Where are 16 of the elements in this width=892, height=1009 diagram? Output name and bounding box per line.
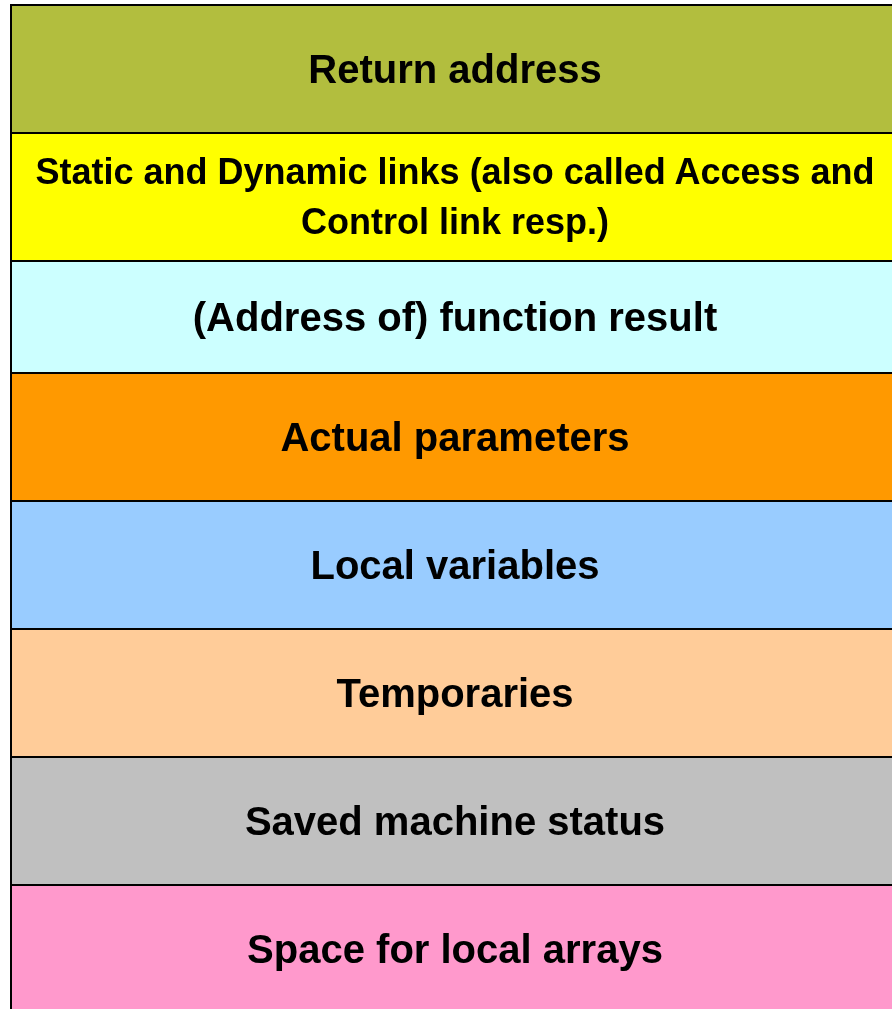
stack-frame-band [10, 628, 892, 758]
stack-frame-band [10, 132, 892, 262]
band-label: (Address of) function result [192, 294, 718, 341]
stack-frame-band [10, 756, 892, 886]
stack-frame-band [10, 4, 892, 134]
band-label: Saved machine status [244, 798, 666, 845]
band-label: Static and Dynamic links (also called Access and Control link resp.) [34, 149, 876, 244]
band-label: Actual parameters [280, 414, 630, 461]
stack-frame-band [10, 500, 892, 630]
band-label: Space for local arrays [247, 926, 663, 973]
stack-frame-band [10, 884, 892, 1009]
band-label: Return address [308, 46, 602, 93]
band-label: Local variables [310, 542, 600, 589]
stack-frame-band [10, 372, 892, 502]
stack-frame-band [10, 260, 892, 374]
band-label: Temporaries [336, 670, 574, 717]
